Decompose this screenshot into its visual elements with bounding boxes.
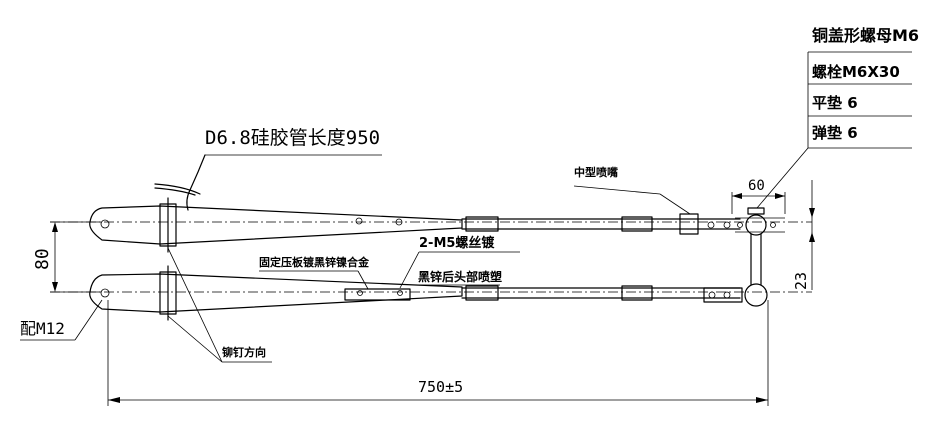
bom-row-spring-washer: 弹垫 6 bbox=[812, 124, 858, 142]
hose-label: D6.8硅胶管长度950 bbox=[205, 127, 380, 149]
bom-table: 铜盖形螺母M6 螺栓M6X30 平垫 6 弹垫 6 bbox=[756, 26, 919, 209]
rivet-label: 铆钉方向 bbox=[222, 345, 266, 359]
hose-callout: D6.8硅胶管长度950 bbox=[154, 127, 382, 211]
callouts: 2-M5螺丝镀 固定压板镀黑锌镍合金 黑锌后头部喷塑 配M12 铆钉方向 bbox=[20, 235, 520, 363]
lower-arm bbox=[50, 233, 812, 321]
bom-row-bolt: 螺栓M6X30 bbox=[812, 63, 900, 81]
dim-height: 80 bbox=[32, 248, 53, 270]
dim-length: 750±5 bbox=[418, 378, 463, 396]
dim-width: 60 bbox=[748, 178, 765, 194]
bom-row-flat-washer: 平垫 6 bbox=[812, 94, 858, 112]
nozzle-callout: 中型喷嘴 bbox=[573, 165, 691, 215]
nozzle-label: 中型喷嘴 bbox=[574, 165, 618, 179]
upper-arm bbox=[50, 197, 812, 253]
fit-label: 配M12 bbox=[20, 319, 65, 338]
dim-offset: 23 bbox=[792, 272, 810, 290]
bom-header: 铜盖形螺母M6 bbox=[812, 26, 919, 45]
dimensions: 80 23 60 750±5 bbox=[32, 178, 815, 406]
coating-label: 黑锌后头部喷塑 bbox=[418, 269, 502, 284]
plate-label: 固定压板镀黑锌镍合金 bbox=[259, 255, 370, 269]
thread-label: 2-M5螺丝镀 bbox=[419, 235, 495, 251]
